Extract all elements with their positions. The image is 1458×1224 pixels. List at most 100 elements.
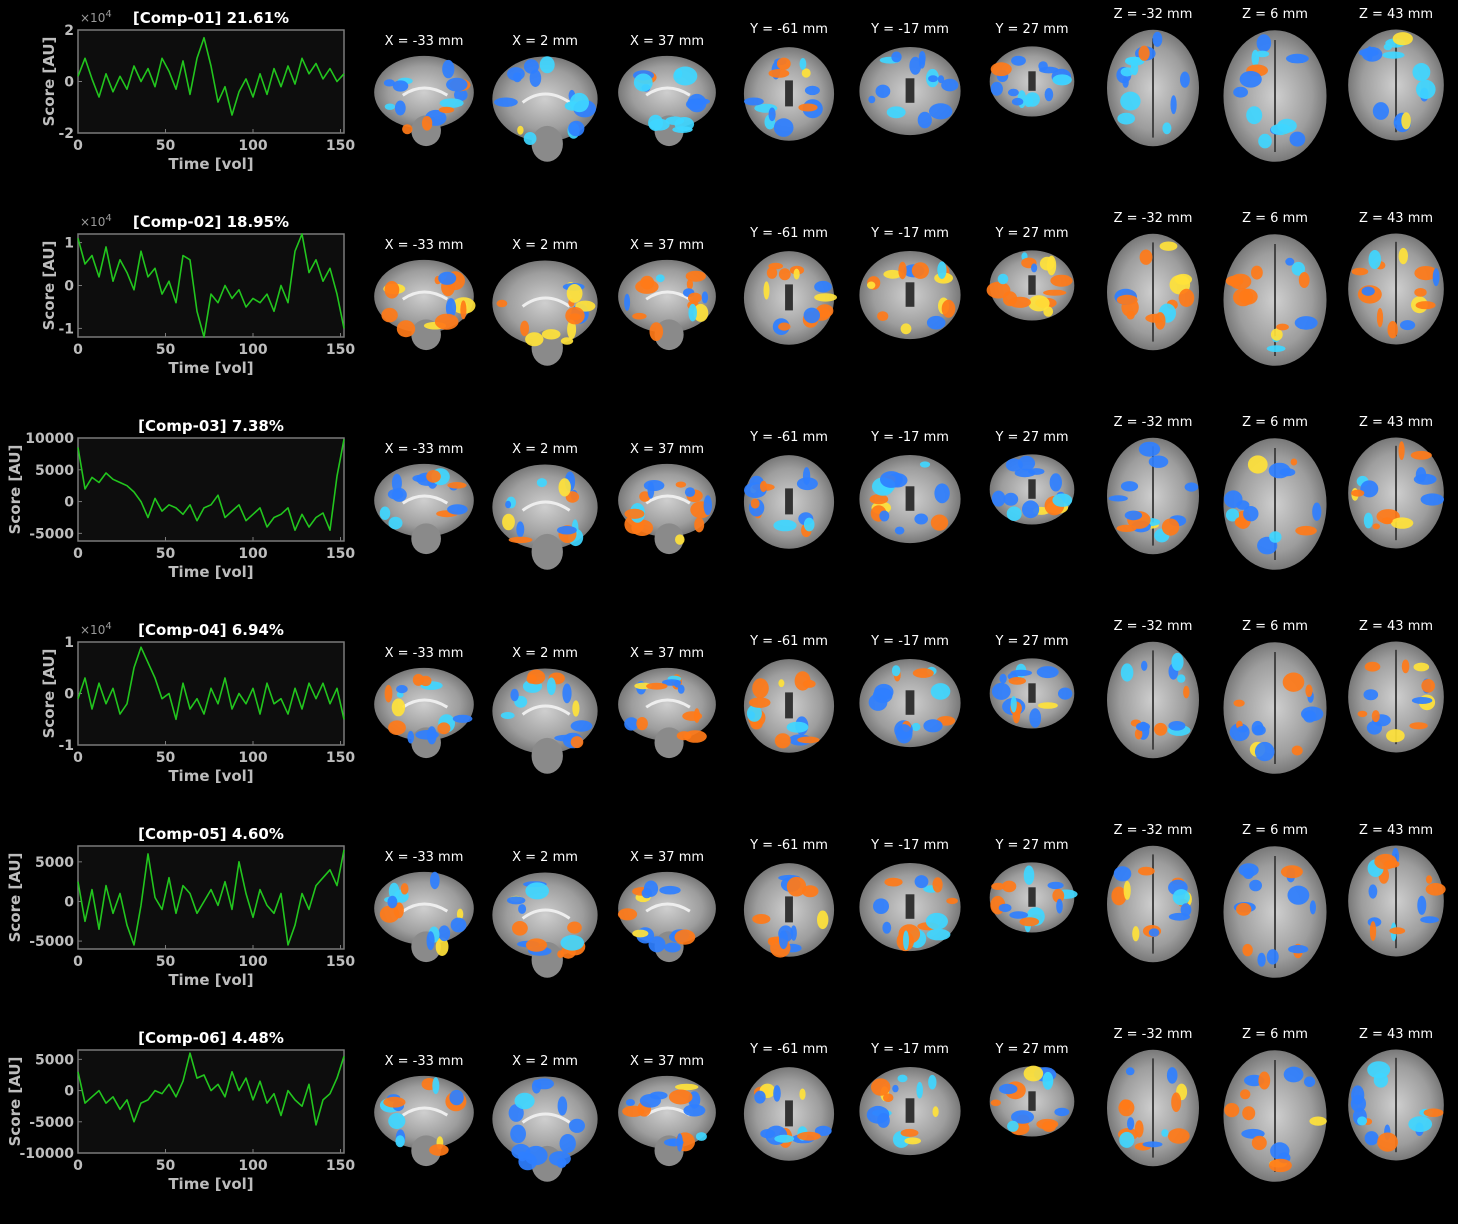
y-tick-label: -10000 xyxy=(19,1146,74,1162)
slice-coordinate-label: Z = 43 mm xyxy=(1358,415,1434,430)
coronal-brain-slice xyxy=(859,46,961,136)
sagittal-brain-slice xyxy=(492,56,598,162)
white-matter-arc xyxy=(521,1112,571,1124)
slice-coordinate-label: Z = 6 mm xyxy=(1242,619,1308,634)
coronal-brain-slice xyxy=(743,1067,835,1161)
x-tick-label: 100 xyxy=(238,138,267,154)
positive-activation-blob xyxy=(1390,517,1414,529)
negative-activation-blob xyxy=(1257,952,1266,967)
positive-activation-blob xyxy=(1371,710,1380,723)
negative-activation-blob xyxy=(516,521,525,538)
slice-coordinate-label: X = 37 mm xyxy=(629,850,705,865)
axial-brain-slice xyxy=(1348,233,1444,345)
positive-activation-blob xyxy=(1309,1116,1327,1126)
negative-activation-blob xyxy=(625,1099,635,1106)
slice-coordinate-label: Y = -61 mm xyxy=(750,838,828,853)
negative-activation-blob xyxy=(394,100,406,116)
coronal-brain-slice xyxy=(989,1065,1075,1137)
slice-coordinate-label: Y = 27 mm xyxy=(995,22,1069,37)
negative-activation-blob xyxy=(557,525,577,535)
positive-activation-blob xyxy=(685,270,706,282)
x-tick-label: 100 xyxy=(238,342,267,358)
negative-activation-blob xyxy=(891,665,901,677)
negative-activation-blob xyxy=(1113,866,1132,882)
negative-activation-blob xyxy=(1014,468,1036,478)
positive-activation-blob xyxy=(778,322,791,331)
negative-activation-blob xyxy=(664,942,681,953)
positive-activation-blob xyxy=(776,57,791,70)
ventricle xyxy=(785,80,793,107)
ventricle xyxy=(1028,683,1036,703)
positive-activation-blob xyxy=(1305,684,1313,698)
ventricle xyxy=(785,692,793,719)
negative-activation-blob xyxy=(449,1089,464,1106)
y-axis-label: Score [AU] xyxy=(6,853,24,943)
x-axis-label: Time [vol] xyxy=(168,971,253,989)
positive-activation-blob xyxy=(1398,441,1405,460)
white-matter-arc xyxy=(645,902,691,913)
coronal-brain-slice xyxy=(986,250,1075,321)
y-tick-label: -5000 xyxy=(29,934,74,950)
positive-activation-blob xyxy=(1364,661,1381,672)
negative-activation-blob xyxy=(814,1125,832,1136)
negative-activation-blob xyxy=(892,1084,899,1093)
brain-stem xyxy=(411,1135,441,1167)
negative-activation-blob xyxy=(1047,881,1064,890)
negative-activation-blob xyxy=(1152,31,1163,47)
positive-activation-blob xyxy=(508,536,533,544)
slice-coordinate-label: Z = -32 mm xyxy=(1113,211,1193,226)
negative-activation-blob xyxy=(1256,34,1272,52)
positive-activation-blob xyxy=(798,103,818,112)
negative-activation-blob xyxy=(674,68,683,79)
ventricle xyxy=(905,282,915,307)
negative-activation-blob xyxy=(624,717,639,731)
axial-brain-slice xyxy=(1223,30,1327,162)
negative-activation-blob xyxy=(1171,652,1184,671)
positive-activation-blob xyxy=(1132,926,1140,942)
slice-coordinate-label: X = 37 mm xyxy=(629,646,705,661)
negative-activation-blob xyxy=(569,92,589,113)
negative-activation-blob xyxy=(1125,56,1143,64)
coronal-brain-slice xyxy=(859,250,961,340)
negative-activation-blob xyxy=(991,490,1006,507)
negative-activation-blob xyxy=(1233,86,1248,98)
negative-activation-blob xyxy=(688,303,697,322)
positive-activation-blob xyxy=(400,883,409,895)
positive-activation-blob xyxy=(617,908,638,921)
negative-activation-blob xyxy=(384,103,396,110)
slice-coordinate-label: Z = 43 mm xyxy=(1358,7,1434,22)
positive-activation-blob xyxy=(675,481,687,488)
negative-activation-blob xyxy=(941,78,959,92)
y-tick-label: -1 xyxy=(58,321,74,337)
positive-activation-blob xyxy=(412,673,424,686)
negative-activation-blob xyxy=(882,921,892,934)
negative-activation-blob xyxy=(1283,1066,1304,1083)
sagittal-brain-slice xyxy=(618,55,716,147)
positive-activation-blob xyxy=(1423,1108,1444,1117)
negative-activation-blob xyxy=(1289,131,1306,147)
white-matter-arc xyxy=(521,908,571,920)
slice-coordinate-label: Z = -32 mm xyxy=(1113,823,1193,838)
component-title: [Comp-04] 6.94% xyxy=(138,621,284,639)
negative-activation-blob xyxy=(1225,508,1240,522)
positive-activation-blob xyxy=(1351,489,1365,497)
negative-activation-blob xyxy=(877,1112,890,1128)
negative-activation-blob xyxy=(647,481,655,499)
y-axis-label: Score [AU] xyxy=(6,445,24,535)
brain-stem xyxy=(531,533,563,570)
negative-activation-blob xyxy=(1411,697,1433,704)
positive-activation-blob xyxy=(1134,728,1143,740)
y-tick-label: -5000 xyxy=(29,1115,74,1131)
slice-coordinate-label: Y = 27 mm xyxy=(995,1042,1069,1057)
sagittal-brain-slice xyxy=(492,1076,598,1182)
positive-activation-blob xyxy=(1138,866,1155,876)
negative-activation-blob xyxy=(1122,77,1129,88)
negative-activation-blob xyxy=(546,677,556,696)
positive-activation-blob xyxy=(1123,880,1131,900)
negative-activation-blob xyxy=(454,88,468,102)
x-tick-label: 50 xyxy=(156,1158,176,1174)
positive-activation-blob xyxy=(1238,288,1258,305)
